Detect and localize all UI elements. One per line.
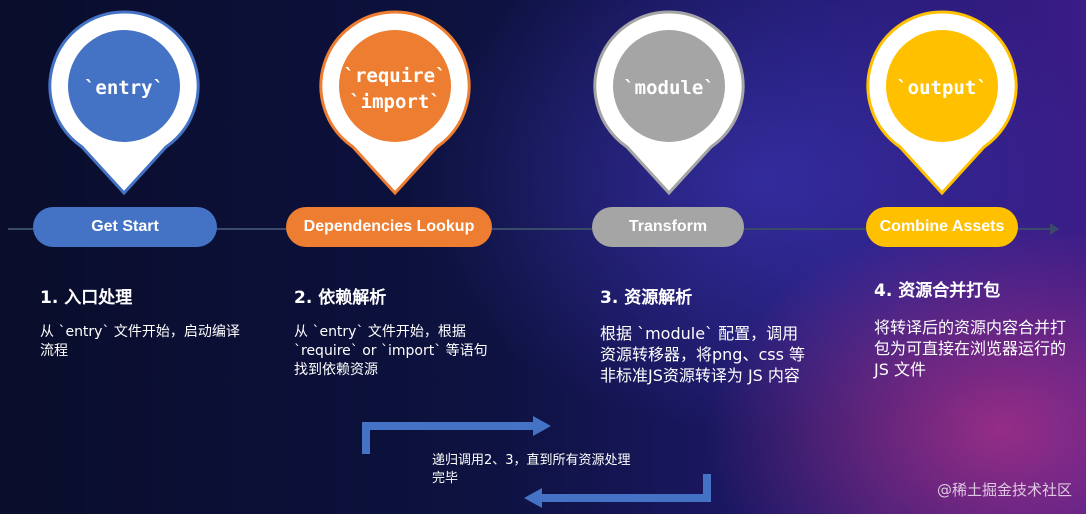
- step-1-title: 1. 入口处理: [40, 288, 133, 308]
- pin-require-label: `require`: [343, 65, 447, 87]
- recursion-note: 递归调用2、3，直到所有资源处理完毕: [432, 453, 631, 486]
- pill-transform: Transform: [592, 207, 744, 247]
- pin-output-label: `output`: [896, 77, 988, 99]
- step-4-title: 4. 资源合并打包: [874, 281, 1001, 301]
- recursion-loop-arrows-icon: [362, 416, 711, 508]
- pin-module-label: `module`: [623, 77, 715, 99]
- timeline-line: [8, 228, 1058, 230]
- pin-entry-label: `entry`: [83, 77, 165, 99]
- step-1-desc: 从 `entry` 文件开始，启动编译流程: [40, 324, 240, 359]
- step-3-desc: 根据 `module` 配置，调用资源转移器，将png、css 等非标准JS资源…: [600, 324, 806, 385]
- step-2-desc: 从 `entry` 文件开始，根据 `require` or `import` …: [294, 324, 488, 378]
- pill-get-start: Get Start: [33, 207, 217, 247]
- watermark: @稀土掘金技术社区: [936, 481, 1072, 499]
- step-3-title: 3. 资源解析: [600, 288, 693, 308]
- pill-combine-assets: Combine Assets: [866, 207, 1018, 247]
- pin-entry: `entry`: [44, 8, 204, 198]
- pin-output: `output`: [862, 8, 1022, 198]
- pin-module: `module`: [589, 8, 749, 198]
- timeline-arrow-icon: [1050, 223, 1059, 235]
- pin-require-import: `require` `import`: [315, 8, 475, 198]
- pill-dependencies-lookup: Dependencies Lookup: [286, 207, 492, 247]
- step-4-desc: 将转译后的资源内容合并打包为可直接在浏览器运行的 JS 文件: [874, 318, 1067, 379]
- pin-import-label: `import`: [349, 91, 441, 113]
- step-2-title: 2. 依赖解析: [294, 288, 387, 308]
